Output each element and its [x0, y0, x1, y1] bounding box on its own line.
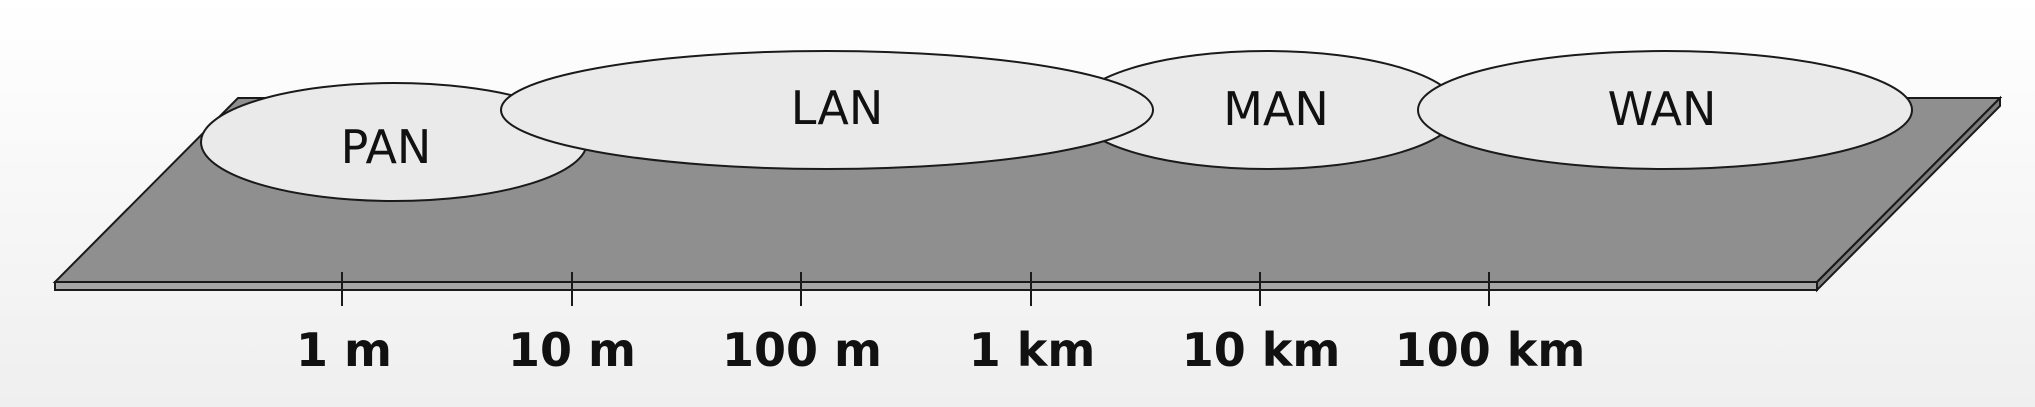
wan-ellipse — [1417, 50, 1913, 170]
pan-label: PAN — [341, 120, 432, 174]
network-wan: WAN — [1417, 50, 1913, 170]
tick-label-100km: 100 km — [1395, 323, 1586, 377]
network-lan: LAN — [500, 50, 1154, 170]
tick-label-100m: 100 m — [722, 323, 882, 377]
network-pan: PAN — [200, 82, 588, 202]
lan-ellipse — [500, 50, 1154, 170]
tick-label-1km: 1 km — [969, 323, 1096, 377]
man-label: MAN — [1223, 82, 1329, 136]
lan-label: LAN — [791, 81, 884, 135]
tick-label-1m: 1 m — [296, 323, 392, 377]
wan-label: WAN — [1608, 82, 1717, 136]
scale-axis: 1 m 10 m 100 m 1 km 10 km 100 km — [296, 272, 1585, 377]
tick-label-10km: 10 km — [1182, 323, 1341, 377]
tick-label-10m: 10 m — [508, 323, 636, 377]
platform-front-edge — [54, 281, 1818, 291]
